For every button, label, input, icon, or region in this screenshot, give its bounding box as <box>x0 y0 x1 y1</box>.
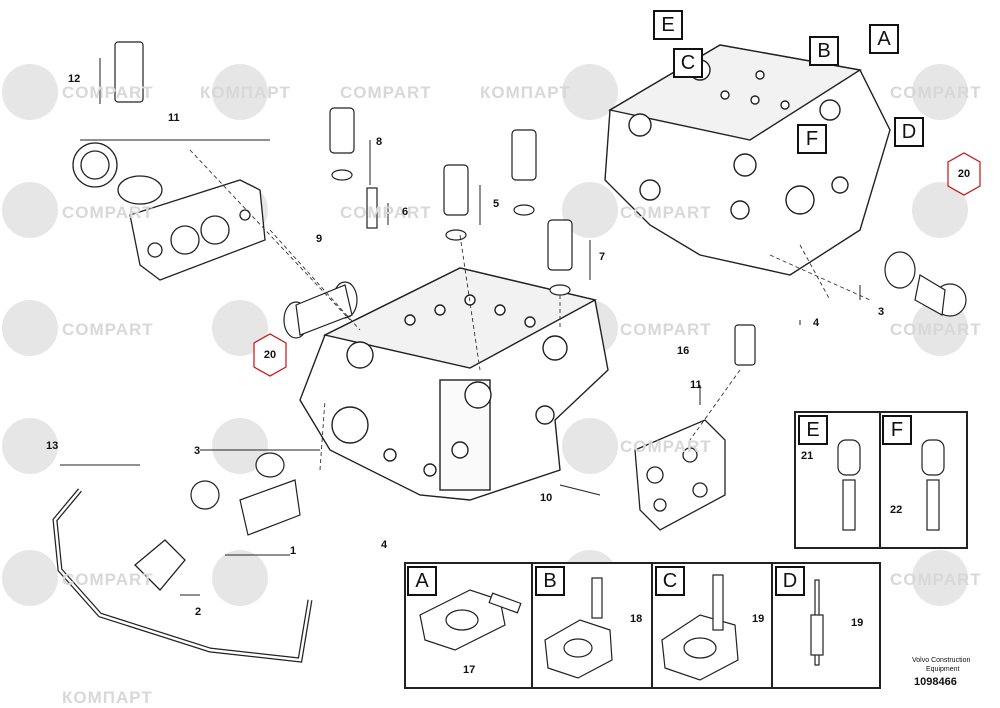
inset-letter-e: E <box>798 415 828 445</box>
watermark: COMPART <box>340 83 432 102</box>
watermark: COMPART <box>890 83 982 102</box>
detail-letter-d: D <box>894 117 924 147</box>
footer-sub: Equipment <box>926 666 960 673</box>
inset-e-solenoid <box>837 439 861 531</box>
callout-21: 21 <box>801 450 814 462</box>
watermark: COMPART <box>62 83 154 102</box>
watermark: COMPART <box>890 320 982 339</box>
callout-2: 2 <box>195 606 202 618</box>
bracket-item-2 <box>134 539 186 591</box>
inset-letter-c: C <box>655 566 685 596</box>
watermark: КОМПАРТ <box>480 83 571 102</box>
cartridge-items <box>114 41 756 366</box>
inset-f-solenoid <box>921 439 945 531</box>
block-item-11 <box>634 419 726 531</box>
callout-10: 10 <box>540 492 553 504</box>
detail-letter-b: B <box>809 36 839 66</box>
watermark: КОМПАРТ <box>62 688 153 707</box>
inset-letter-f: F <box>882 415 912 445</box>
drawing-number: 1098466 <box>914 676 957 688</box>
inset-letter-d: D <box>775 566 805 596</box>
callout-12: 11 <box>168 112 180 124</box>
pipe-item-13-inner <box>53 489 312 662</box>
detail-letter-c: C <box>673 48 703 78</box>
left-valve-block <box>72 142 266 281</box>
watermark: COMPART <box>62 570 154 589</box>
callout-17: 18 <box>630 613 643 625</box>
flange-b <box>544 577 613 679</box>
callout-18: 19 <box>752 613 765 625</box>
bolt-d <box>810 579 824 666</box>
detail-letter-e: E <box>653 10 683 40</box>
callout-16: 17 <box>463 664 476 676</box>
flange-c <box>661 574 739 681</box>
leader-lines <box>60 58 918 596</box>
watermark-logos <box>2 64 968 606</box>
hex-callout-20-top <box>947 152 981 196</box>
watermark: COMPART <box>890 570 982 589</box>
watermark: COMPART <box>620 437 712 456</box>
watermark: COMPART <box>62 320 154 339</box>
callout-11: 11 <box>690 379 702 391</box>
callout-15: 16 <box>677 345 690 357</box>
hex-callout-20-left <box>253 333 287 377</box>
watermark: COMPART <box>62 203 154 222</box>
callout-8: 8 <box>376 136 383 148</box>
callout-7: 7 <box>599 251 606 263</box>
watermark: COMPART <box>620 320 712 339</box>
callout-13: 13 <box>46 440 59 452</box>
callout-4-right: 4 <box>813 317 820 329</box>
detail-letter-a: A <box>869 24 899 54</box>
detail-letter-f: F <box>797 124 827 154</box>
inset-letter-a: A <box>407 566 437 596</box>
top-right-valve-body <box>604 44 891 276</box>
callout-14: 12 <box>68 73 81 85</box>
callout-9: 9 <box>316 233 323 245</box>
spring-items <box>190 251 967 536</box>
hex-callout-20-left-label: 20 <box>263 349 277 361</box>
callout-3-right: 3 <box>878 306 885 318</box>
callout-1: 1 <box>290 545 297 557</box>
flange-a <box>419 589 522 651</box>
callout-5: 5 <box>493 198 500 210</box>
callout-19: 19 <box>851 617 864 629</box>
inset-letter-b: B <box>535 566 565 596</box>
hex-callout-20-top-label: 20 <box>957 168 971 180</box>
footer-company: Volvo Construction <box>912 657 971 664</box>
watermark: КОМПАРТ <box>200 83 291 102</box>
callout-6: 6 <box>402 206 409 218</box>
callout-4: 4 <box>381 539 388 551</box>
callout-22: 22 <box>890 504 903 516</box>
callout-3: 3 <box>194 445 201 457</box>
watermark: COMPART <box>620 203 712 222</box>
main-valve-body <box>299 267 609 501</box>
dashed-guide-lines <box>189 149 871 471</box>
watermark: COMPART <box>340 203 432 222</box>
